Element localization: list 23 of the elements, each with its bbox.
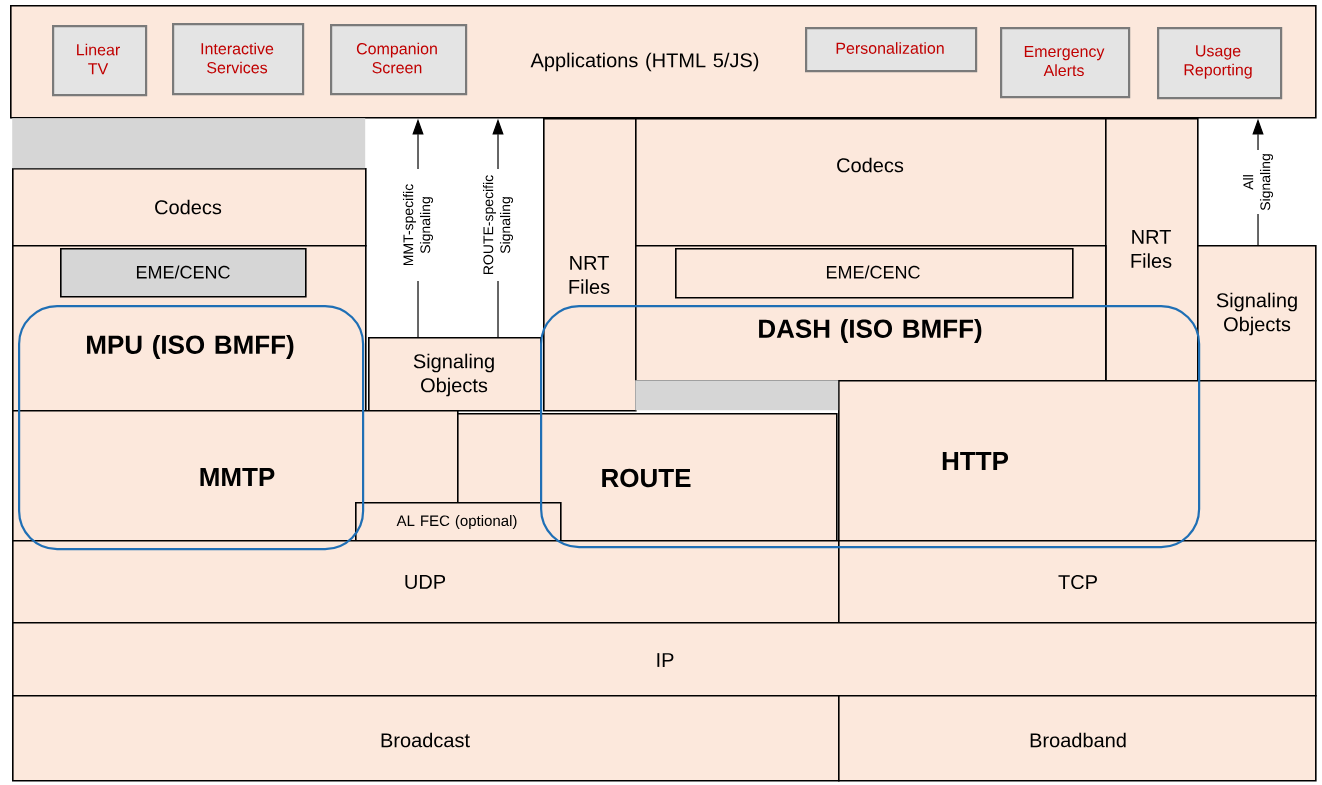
layer-box: Signaling Objects (1197, 245, 1317, 382)
layer-box: Broadcast (12, 695, 840, 782)
rounded-outline (18, 305, 365, 551)
edge-label: All Signaling (1242, 150, 1275, 214)
layer-box: EME/CENC (675, 248, 1074, 299)
edge-label: MMT-specific Signaling (402, 169, 435, 281)
layer-box: NRT Files (1105, 118, 1199, 382)
layer-box: Broadband (838, 695, 1317, 782)
shaded-area (635, 380, 839, 411)
layer-box: TCP (838, 540, 1317, 624)
rounded-outline (540, 305, 1201, 549)
app-button: Linear TV (52, 25, 148, 97)
app-button: Emergency Alerts (1000, 27, 1131, 99)
layer-box: EME/CENC (60, 248, 307, 298)
shaded-area (12, 118, 366, 169)
layer-box: Signaling Objects (368, 337, 542, 412)
edge-label: ROUTE-specific Signaling (482, 169, 515, 281)
layer-box: Codecs (12, 168, 367, 247)
app-button: Companion Screen (330, 24, 468, 96)
app-button: Personalization (805, 27, 978, 73)
layer-box: AL FEC (optional) (355, 502, 562, 542)
app-button: Interactive Services (172, 23, 305, 96)
app-button: Usage Reporting (1157, 27, 1283, 100)
